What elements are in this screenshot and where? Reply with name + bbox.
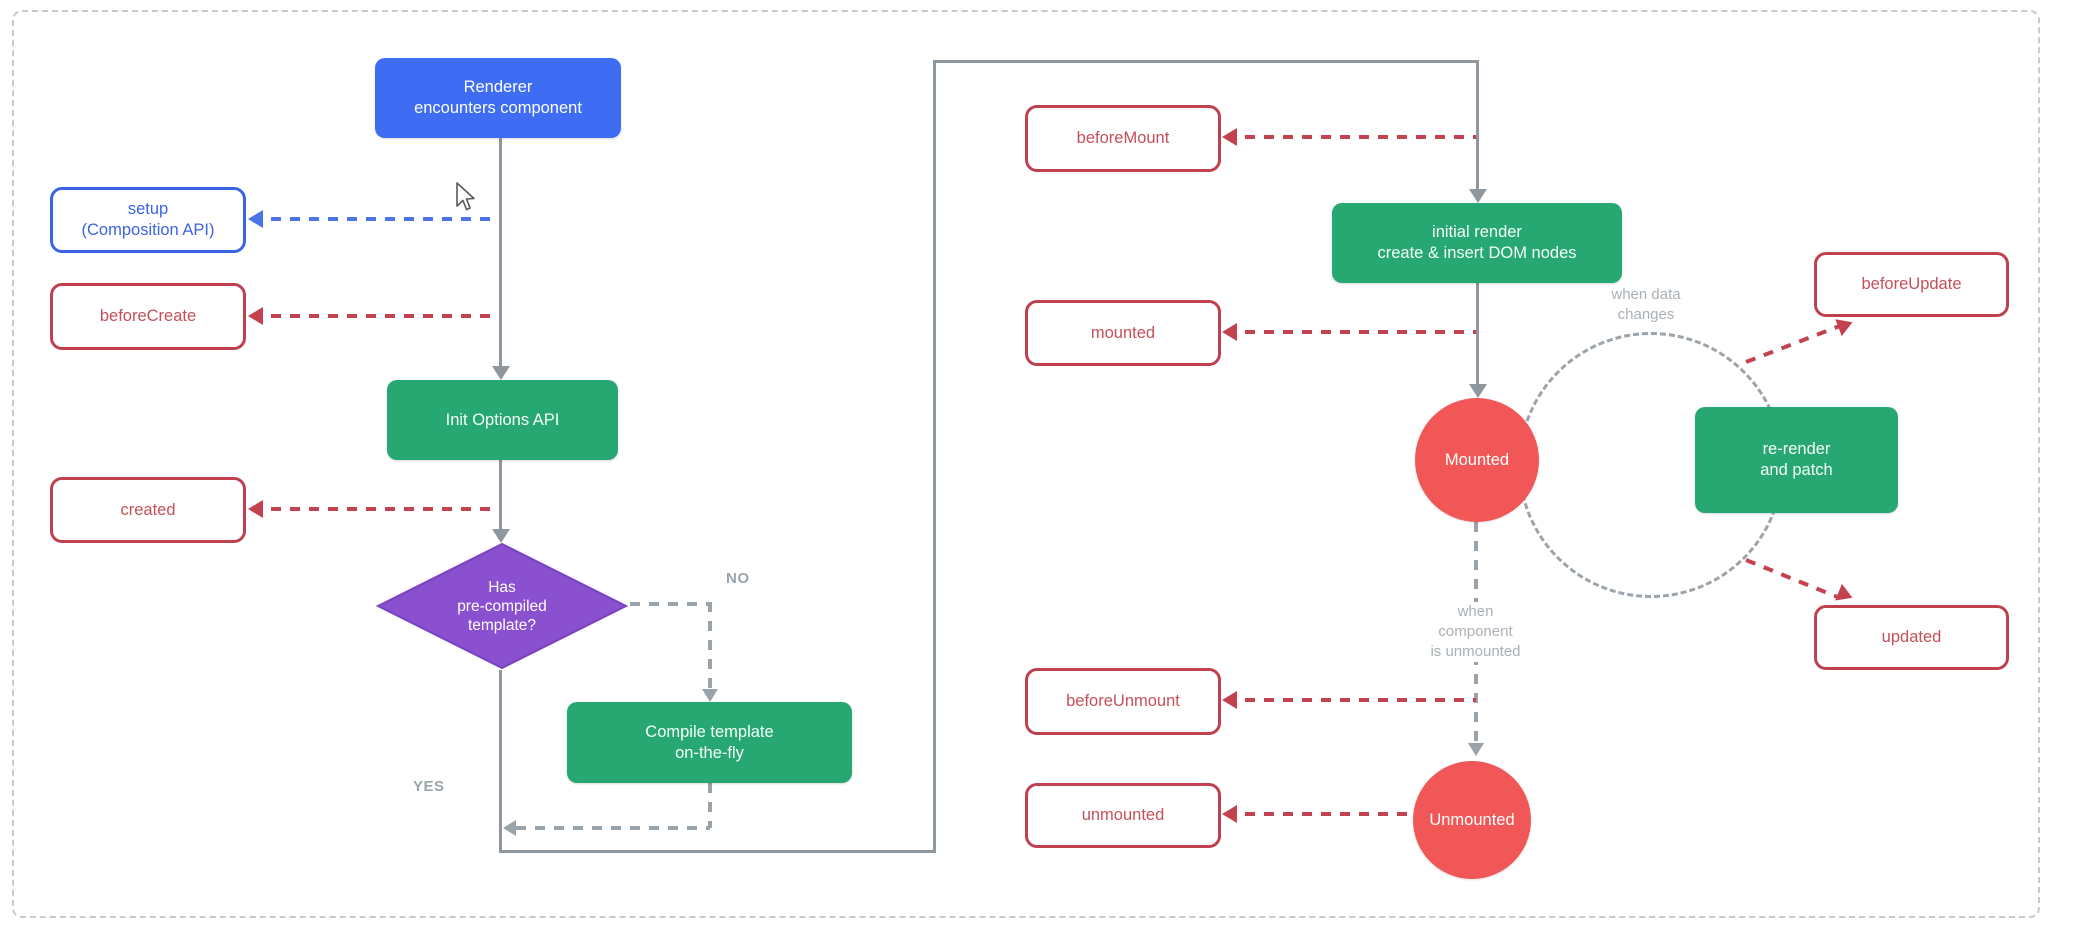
node-rerender-line2: and patch xyxy=(1760,461,1833,479)
line-yes-branch xyxy=(499,670,502,853)
line-drop-to-initial-render xyxy=(1476,60,1479,190)
node-unmounted-hook-label: unmounted xyxy=(1081,806,1165,824)
node-created-label: created xyxy=(120,500,176,519)
when-data-line2: changes xyxy=(1617,306,1675,323)
node-mounted-state-label: Mounted xyxy=(1444,450,1510,469)
line-top-rail xyxy=(933,60,1479,63)
label-no: NO xyxy=(726,570,750,587)
node-updated: updated xyxy=(1814,605,2009,670)
diamond-shape xyxy=(375,542,629,670)
node-updated-label: updated xyxy=(1881,628,1942,646)
node-renderer-line2: encounters component xyxy=(414,99,582,117)
node-rerender-line1: re-render xyxy=(1762,440,1831,458)
line-initialrender-to-mounted xyxy=(1476,283,1479,385)
node-beforecreate-label: beforeCreate xyxy=(99,307,197,325)
node-beforeunmount: beforeUnmount xyxy=(1025,668,1221,735)
arrow-into-unmounted-hook xyxy=(1222,805,1237,823)
node-unmounted-state: Unmounted xyxy=(1413,761,1531,879)
node-beforeupdate-label: beforeUpdate xyxy=(1861,275,1962,293)
node-setup: setup (Composition API) xyxy=(50,187,246,253)
line-no-branch-h xyxy=(630,602,712,606)
label-when-data-changes: when data changes xyxy=(1571,285,1721,325)
line-compile-return-h xyxy=(516,826,710,830)
arrow-into-init-options xyxy=(492,366,510,380)
node-beforeupdate: beforeUpdate xyxy=(1814,252,2009,317)
node-setup-line2: (Composition API) xyxy=(81,221,215,239)
node-compile-template: Compile template on-the-fly xyxy=(567,702,852,783)
node-mounted-hook-label: mounted xyxy=(1090,323,1156,342)
node-initialrender-line2: create & insert DOM nodes xyxy=(1377,244,1577,262)
diagram-border xyxy=(12,10,2040,918)
arrow-into-beforecreate xyxy=(248,307,263,325)
arrow-into-created xyxy=(248,500,263,518)
diamond-line3: template? xyxy=(467,616,537,634)
node-beforeunmount-label: beforeUnmount xyxy=(1066,692,1180,710)
node-unmounted-hook: unmounted xyxy=(1025,783,1221,848)
line-created-hook xyxy=(252,507,499,511)
mouse-cursor xyxy=(456,182,475,211)
node-beforecreate: beforeCreate xyxy=(50,283,246,350)
arrow-into-mounted-hook xyxy=(1222,323,1237,341)
arrow-into-compile xyxy=(702,689,718,702)
diamond-line2: pre-compiled xyxy=(457,597,547,615)
node-init-options-label: Init Options API xyxy=(445,410,560,429)
node-setup-line1: setup xyxy=(127,200,169,218)
arrow-into-diamond xyxy=(492,529,510,543)
node-compile-line2: on-the-fly xyxy=(675,743,744,762)
line-compile-return-v xyxy=(708,783,712,828)
node-mounted-hook: mounted xyxy=(1025,300,1221,366)
label-when-component-unmounted: when component is unmounted xyxy=(1398,602,1553,662)
node-unmounted-state-label: Unmounted xyxy=(1429,810,1515,829)
node-beforemount-label: beforeMount xyxy=(1076,129,1170,147)
node-mounted-state: Mounted xyxy=(1415,398,1539,522)
node-created: created xyxy=(50,477,246,543)
arrow-into-beforeunmount xyxy=(1222,691,1237,709)
line-no-branch-v xyxy=(708,602,712,690)
line-renderer-to-init xyxy=(499,138,502,368)
line-beforecreate-hook xyxy=(252,314,499,318)
node-init-options-api: Init Options API xyxy=(387,380,618,460)
node-renderer-line1: Renderer xyxy=(463,78,533,96)
when-data-line1: when data xyxy=(1611,286,1681,303)
arrow-into-unmounted-state xyxy=(1468,743,1484,756)
diamond-line1: Has xyxy=(488,578,516,596)
node-initialrender-line1: initial render xyxy=(1432,223,1522,241)
when-unmounted-line3: is unmounted xyxy=(1430,643,1521,660)
line-bottom-rail xyxy=(499,850,936,853)
when-unmounted-line2: component xyxy=(1438,623,1513,640)
label-yes: YES xyxy=(413,778,445,795)
arrow-compile-return xyxy=(503,820,516,836)
arrow-into-initial-render xyxy=(1469,189,1487,203)
node-beforemount: beforeMount xyxy=(1025,105,1221,172)
line-beforemount-hook xyxy=(1226,135,1476,139)
line-mounted-hook xyxy=(1226,330,1476,334)
line-setup-hook xyxy=(252,217,499,221)
node-renderer: Renderer encounters component xyxy=(375,58,621,138)
node-compile-line1: Compile template xyxy=(645,722,774,741)
when-unmounted-line1: when xyxy=(1457,603,1494,620)
line-beforeunmount-hook xyxy=(1226,698,1476,702)
node-has-precompiled-template: Has pre-compiled template? xyxy=(375,542,629,670)
arrow-into-beforemount xyxy=(1222,128,1237,146)
node-initial-render: initial render create & insert DOM nodes xyxy=(1332,203,1622,283)
node-re-render: re-render and patch xyxy=(1695,407,1898,513)
arrow-into-setup xyxy=(248,210,263,228)
line-unmounted-hook xyxy=(1226,812,1416,816)
line-init-to-diamond xyxy=(499,460,502,530)
line-riser xyxy=(933,60,936,853)
arrow-into-mounted xyxy=(1469,384,1487,398)
